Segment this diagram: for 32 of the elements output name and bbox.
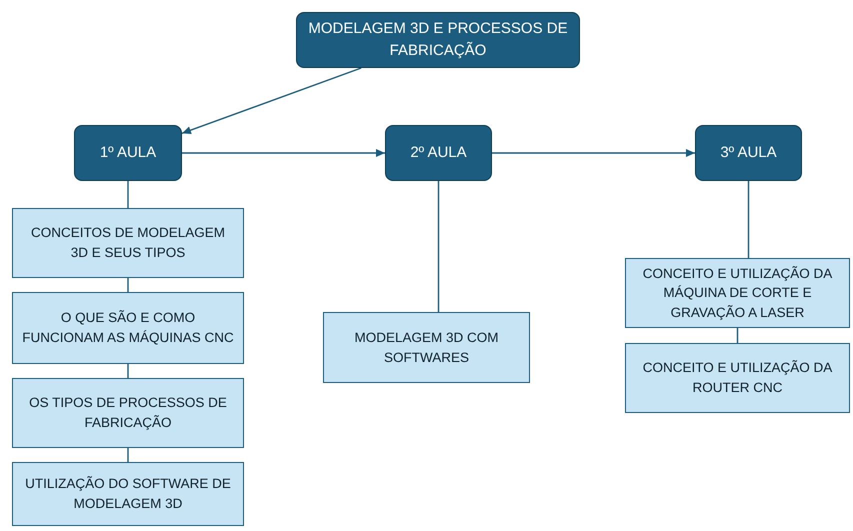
connector-line — [127, 278, 129, 292]
arrow — [492, 149, 695, 157]
topic-box — [12, 208, 244, 278]
box-text: CONCEITOS DE MODELAGEM 3D E SEUS TIPOS — [30, 224, 226, 262]
lesson-box — [385, 125, 492, 181]
arrow — [182, 67, 362, 134]
box-text: CONCEITO E UTILIZAÇÃO DA MÁQUINA DE CORTE E GRAVAÇÃO A LASER — [642, 264, 834, 322]
topic-box — [323, 312, 530, 383]
connector-line — [127, 181, 129, 208]
box-text: OS TIPOS DE PROCESSOS DE FABRICAÇÃO — [28, 394, 228, 432]
connector-line — [438, 181, 440, 312]
connector-line — [748, 181, 750, 258]
lesson-box — [74, 125, 182, 181]
connector-line — [127, 448, 129, 462]
box-text: UTILIZAÇÃO DO SOFTWARE DE MODELAGEM 3D — [24, 475, 232, 513]
box-text: CONCEITO E UTILIZAÇÃO DA ROUTER CNC — [642, 359, 834, 397]
box-text: 3º AULA — [720, 143, 777, 164]
box-text: O QUE SÃO E COMO FUNCIONAM AS MÁQUINAS CNC — [21, 309, 235, 347]
connector-line — [127, 364, 129, 378]
topic-box — [12, 462, 244, 526]
box-text: MODELAGEM 3D COM SOFTWARES — [353, 328, 500, 366]
title-box — [296, 12, 580, 68]
connector-line — [736, 328, 738, 343]
topic-box — [625, 258, 850, 328]
box-text: MODELAGEM 3D E PROCESSOS DE FABRICAÇÃO — [307, 19, 569, 61]
topic-box — [12, 292, 244, 364]
box-text: 2º AULA — [410, 143, 467, 164]
box-text: 1º AULA — [100, 143, 156, 164]
lesson-box — [695, 125, 802, 181]
arrow — [182, 149, 385, 157]
topic-box — [625, 343, 850, 413]
topic-box — [12, 378, 244, 448]
